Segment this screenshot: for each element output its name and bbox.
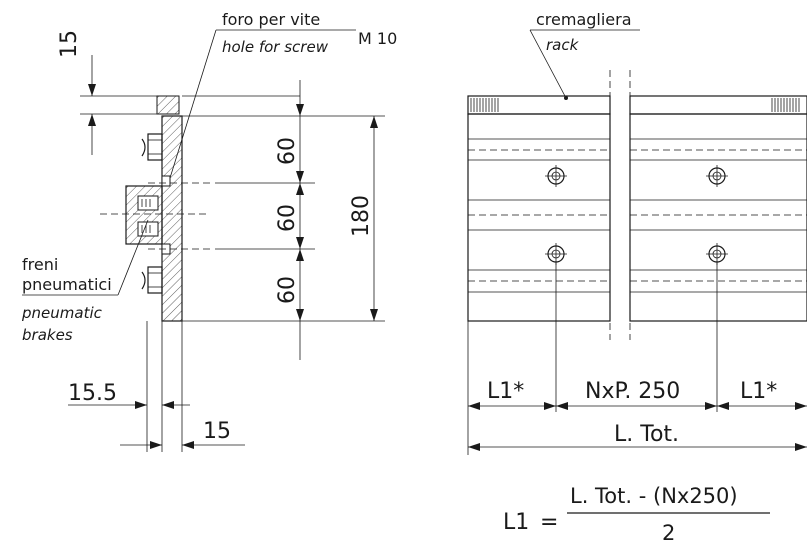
brakes-label-2: pneumatici bbox=[22, 275, 112, 294]
dim-l1-left: L1* bbox=[487, 379, 524, 404]
side-view: 15 60 60 60 180 15.5 15 bbox=[21, 10, 397, 452]
bolt-hole-2 bbox=[706, 165, 728, 187]
dim-l1-right: L1* bbox=[740, 379, 777, 404]
bolt-hole-3 bbox=[545, 243, 567, 265]
brakes-label-1: freni bbox=[22, 255, 58, 274]
front-body-right bbox=[629, 113, 807, 322]
screw-label-en: hole for screw bbox=[222, 38, 329, 56]
formula-denominator: 2 bbox=[662, 521, 675, 543]
dim-15-bottom: 15 bbox=[203, 419, 231, 444]
dim-top: 15 bbox=[57, 30, 82, 58]
formula-lhs: L1 bbox=[503, 510, 529, 535]
dim-15-5: 15.5 bbox=[68, 381, 117, 406]
front-body-left bbox=[467, 113, 611, 322]
dim-ltot: L. Tot. bbox=[614, 422, 679, 447]
formula-numerator: L. Tot. - (Nx250) bbox=[570, 484, 738, 508]
bolt-hole-1 bbox=[545, 165, 567, 187]
side-screw-hole-1 bbox=[161, 175, 171, 187]
brakes-label-en-1: pneumatic bbox=[21, 304, 103, 322]
dim-pitch: NxP. 250 bbox=[585, 379, 680, 404]
rack-label: cremagliera bbox=[536, 10, 632, 29]
brakes-label-en-2: brakes bbox=[22, 326, 73, 344]
dim-total: 180 bbox=[349, 195, 374, 237]
side-wheel-2 bbox=[141, 266, 163, 294]
rack-teeth-right bbox=[771, 98, 800, 112]
screw-label: foro per vite bbox=[222, 10, 320, 29]
rack-teeth-left bbox=[470, 98, 499, 112]
side-brake-block bbox=[125, 185, 163, 245]
formula-equals: = bbox=[540, 510, 558, 535]
side-wheel-1 bbox=[141, 133, 163, 161]
screw-size: M 10 bbox=[358, 29, 397, 48]
side-plate bbox=[161, 115, 183, 322]
front-view: cremagliera rack L1* NxP. 250 L1* L. Tot… bbox=[467, 10, 807, 455]
rack-label-en: rack bbox=[546, 36, 580, 54]
front-rack-right bbox=[629, 95, 807, 115]
dim-60-b: 60 bbox=[275, 204, 300, 232]
bolt-hole-4 bbox=[706, 243, 728, 265]
dim-60-c: 60 bbox=[275, 276, 300, 304]
dim-60-a: 60 bbox=[275, 137, 300, 165]
formula: L1 = L. Tot. - (Nx250) 2 bbox=[503, 484, 770, 543]
side-rack bbox=[156, 95, 180, 115]
